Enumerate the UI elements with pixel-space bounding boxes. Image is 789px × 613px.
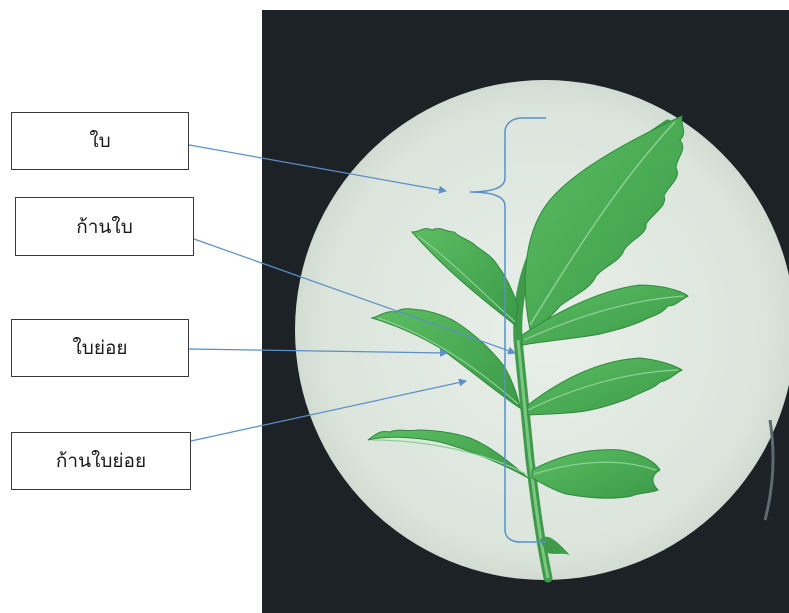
label-petiole-text: ก้านใบ: [76, 212, 133, 242]
label-petiolule-text: ก้านใบย่อย: [56, 446, 146, 476]
label-leaf-text: ใบ: [89, 126, 110, 156]
label-leaflet: ใบย่อย: [11, 319, 189, 377]
label-petiole: ก้านใบ: [15, 197, 194, 256]
label-petiolule: ก้านใบย่อย: [11, 432, 191, 490]
label-leaf: ใบ: [11, 112, 189, 170]
label-leaflet-text: ใบย่อย: [72, 333, 127, 363]
